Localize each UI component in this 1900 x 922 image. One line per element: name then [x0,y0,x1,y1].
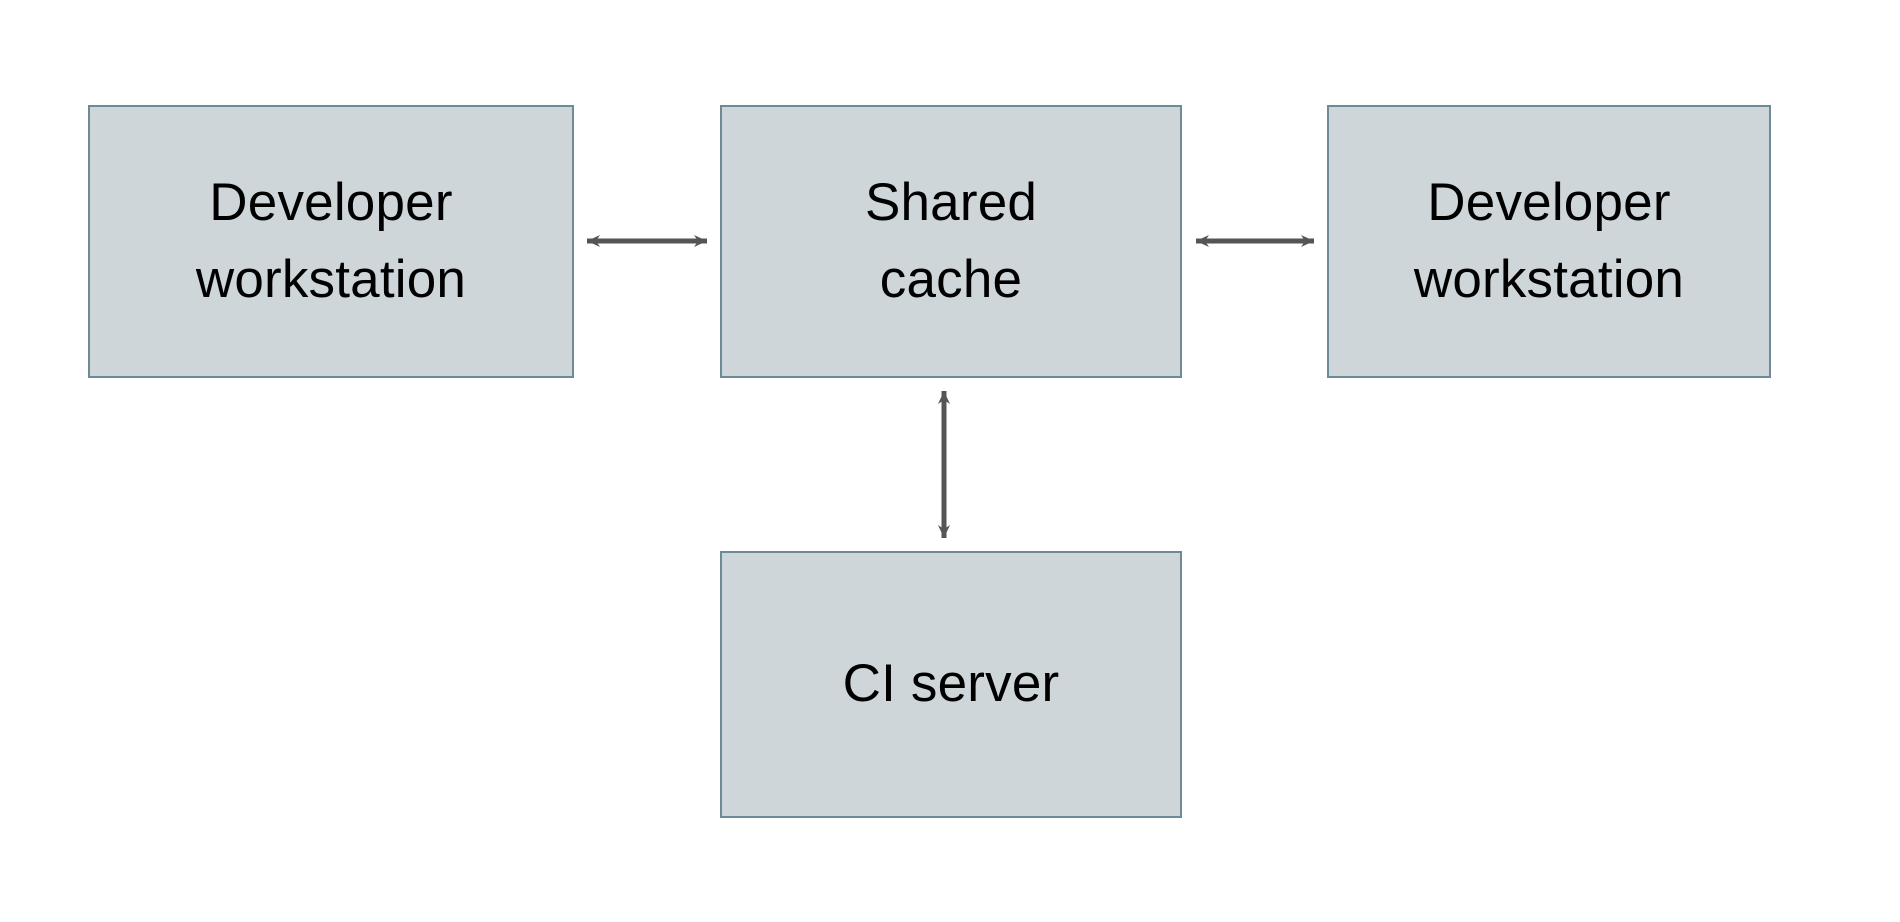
node-label: CI server [842,654,1060,714]
node-shared-cache[interactable]: Shared cache [720,105,1182,378]
node-label: Developer workstation [195,172,467,309]
node-label: Developer workstation [1413,172,1685,309]
node-developer-workstation-right[interactable]: Developer workstation [1327,105,1771,378]
node-developer-workstation-left[interactable]: Developer workstation [88,105,574,378]
node-ci-server[interactable]: CI server [720,551,1182,818]
node-label: Shared cache [864,172,1038,309]
